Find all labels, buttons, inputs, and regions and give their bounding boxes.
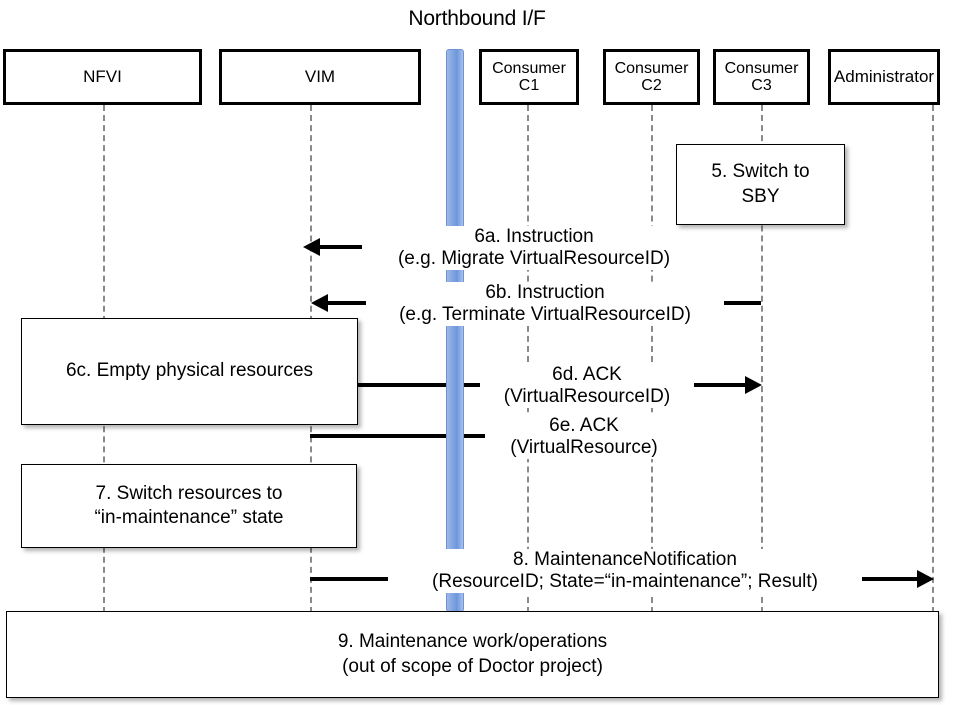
note-step-6c-label: 6c. Empty physical resources bbox=[65, 360, 314, 382]
actor-label-consumer-c1-line2: C1 bbox=[518, 77, 540, 94]
lifeline-consumer-c2 bbox=[651, 105, 653, 613]
note-step-9-maintenance-work[interactable]: 9. Maintenance work/operations (out of s… bbox=[6, 611, 939, 698]
lifeline-administrator bbox=[932, 105, 934, 613]
message-6a-label: 6a. Instruction (e.g. Migrate VirtualRes… bbox=[362, 226, 706, 271]
page-title: Northbound I/F bbox=[408, 7, 546, 30]
lifeline-consumer-c3 bbox=[761, 105, 763, 613]
northbound-interface-bar bbox=[446, 49, 464, 612]
message-8-label-line2: (ResourceID; State=“in-maintenance”; Res… bbox=[432, 571, 818, 593]
message-6e-line bbox=[310, 434, 636, 438]
message-8-arrowhead bbox=[917, 570, 934, 588]
actor-box-administrator[interactable]: Administrator bbox=[828, 49, 940, 105]
note-step-9-line1: 9. Maintenance work/operations bbox=[337, 631, 608, 653]
message-6d-label: 6d. ACK (VirtualResourceID) bbox=[480, 364, 694, 409]
message-6e-label-line1: 6e. ACK bbox=[549, 415, 619, 436]
note-step-5-line2: SBY bbox=[741, 185, 780, 207]
message-6e-label-line2: (VirtualResource) bbox=[510, 437, 658, 459]
actor-box-consumer-c2[interactable]: Consumer C2 bbox=[603, 49, 700, 105]
message-6b-label-line1: 6b. Instruction bbox=[485, 282, 605, 303]
actor-box-vim[interactable]: VIM bbox=[219, 49, 421, 105]
actor-label-vim: VIM bbox=[304, 66, 336, 86]
message-6d-label-line2: (VirtualResourceID) bbox=[503, 386, 671, 408]
actor-label-consumer-c2-line2: C2 bbox=[641, 77, 662, 94]
actor-box-consumer-c3[interactable]: Consumer C3 bbox=[713, 49, 810, 105]
actor-box-consumer-c1[interactable]: Consumer C1 bbox=[479, 49, 579, 105]
message-6a-arrowhead bbox=[303, 238, 320, 256]
message-6b-arrowhead bbox=[311, 294, 328, 312]
actor-label-consumer-c1-line1: Consumer bbox=[492, 59, 566, 77]
message-6d-arrowhead bbox=[745, 376, 762, 394]
message-6a-label-line1: 6a. Instruction bbox=[474, 226, 594, 247]
note-step-7-line1: 7. Switch resources to bbox=[95, 482, 283, 504]
actor-box-nfvi[interactable]: NFVI bbox=[3, 49, 202, 105]
message-6a-label-line2: (e.g. Migrate VirtualResourceID) bbox=[397, 248, 671, 270]
actor-label-consumer-c3-line2: C3 bbox=[751, 77, 772, 94]
message-6b-label-line2: (e.g. Terminate VirtualResourceID) bbox=[399, 304, 691, 326]
message-6b-label: 6b. Instruction (e.g. Terminate VirtualR… bbox=[366, 282, 724, 327]
message-8-label: 8. MaintenanceNotification (ResourceID; … bbox=[388, 549, 862, 594]
actor-label-consumer-c3-line1: Consumer bbox=[724, 59, 799, 77]
actor-label-administrator: Administrator bbox=[833, 66, 935, 86]
actor-label-consumer-c2-line1: Consumer bbox=[614, 59, 689, 77]
message-8-label-line1: 8. MaintenanceNotification bbox=[513, 549, 737, 570]
actor-label-nfvi: NFVI bbox=[83, 66, 122, 86]
note-step-6c-empty-physical-resources[interactable]: 6c. Empty physical resources bbox=[21, 318, 358, 425]
note-step-7-line2: “in-maintenance” state bbox=[94, 507, 284, 528]
note-step-5-switch-to-sby[interactable]: 5. Switch to SBY bbox=[676, 144, 845, 225]
message-6d-label-line1: 6d. ACK bbox=[552, 364, 622, 385]
note-step-7-switch-resources-in-maintenance[interactable]: 7. Switch resources to “in-maintenance” … bbox=[21, 464, 357, 548]
message-6e-label: 6e. ACK (VirtualResource) bbox=[485, 415, 683, 460]
note-step-9-line2: (out of scope of Doctor project) bbox=[342, 655, 603, 677]
lifeline-consumer-c1 bbox=[527, 105, 529, 613]
note-step-5-line1: 5. Switch to bbox=[711, 161, 810, 183]
